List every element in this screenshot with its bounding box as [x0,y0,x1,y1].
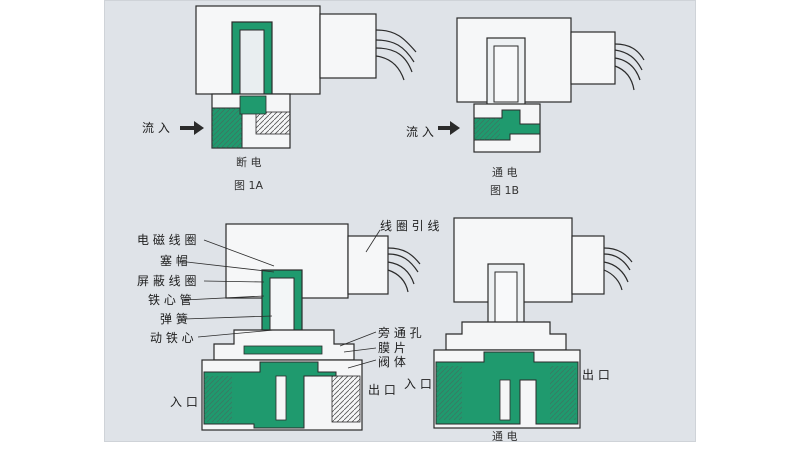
label-plug: 塞 帽 [160,254,188,268]
inflow-arrow-1b [438,121,460,135]
lead-wires-1a [375,29,417,81]
leader-lines-bl [177,229,381,369]
diaphragm-bl [243,345,323,355]
bonnet-br [445,321,567,351]
label-valve-body: 阀 体 [378,355,406,369]
moving-core-1b [493,45,519,103]
figure-bottom-right [433,217,633,429]
outlet-thread-bl [331,375,361,423]
fig-1b-inflow-label: 流 入 [406,125,434,139]
bonnet-bl [213,329,355,361]
figure-1a [180,5,417,149]
label-diaphragm: 膜 片 [378,341,406,355]
moving-core-br [494,271,518,323]
coil-box-1a [319,13,377,79]
label-outlet-bl: 出 口 [368,383,396,397]
outlet-thread-1a [255,111,291,135]
lead-wires-br [603,247,633,291]
figure-bottom-left [177,223,421,431]
label-core-tube: 铁 心 管 [148,293,192,307]
coil-box-br [571,235,605,295]
moving-core-bl [269,277,295,333]
diagram-page: 流 入 断 电 图 1A 流 入 通 电 图 1B 电 磁 线 圈 塞 帽 屏 … [104,0,696,443]
inflow-arrow-1a [180,121,204,135]
label-coil: 电 磁 线 圈 [137,233,197,247]
fig-1a-inflow-label: 流 入 [142,121,170,135]
lead-wires-1b [614,43,645,91]
fig-1b-state-label: 通 电 [492,166,518,179]
fig-1a-caption: 图 1A [234,179,264,192]
bottom-right-state-label: 通 电 [492,430,518,443]
label-outlet-br: 出 口 [582,368,610,382]
coil-box-1b [570,31,616,85]
label-bypass-hole: 旁 通 孔 [378,326,422,340]
coil-box-bl [347,235,389,295]
moving-core-1a [239,29,265,105]
lead-wires-bl [387,247,421,293]
figure-1b [438,17,645,153]
fig-1a-state-label: 断 电 [236,156,262,169]
label-shield-coil: 屏 蔽 线 圈 [137,274,197,288]
label-inlet-bl: 入 口 [170,395,198,409]
label-lead-wire: 线 圈 引 线 [380,219,440,233]
label-moving-core: 动 铁 心 [150,331,194,345]
label-inlet-br: 入 口 [404,377,432,391]
label-spring: 弹 簧 [160,312,188,326]
fig-1b-caption: 图 1B [490,184,520,197]
valve-diagrams-svg [177,5,645,431]
